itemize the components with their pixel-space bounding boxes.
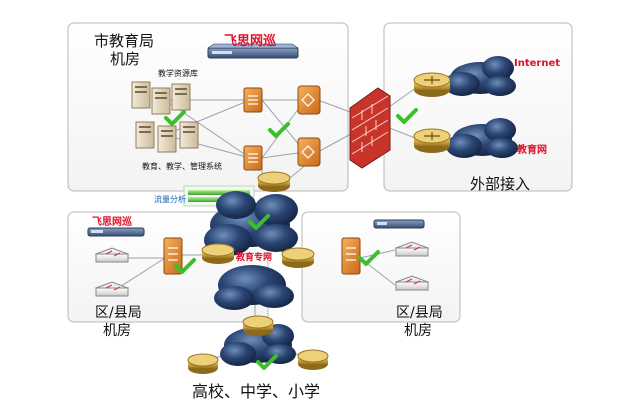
check-mark-icon xyxy=(358,250,380,266)
router-icon xyxy=(242,315,274,336)
server-icon xyxy=(171,83,191,111)
router-icon xyxy=(201,243,235,264)
router-icon xyxy=(281,247,315,268)
district-left-title-line1: 区/县局 xyxy=(95,305,142,321)
router-icon xyxy=(413,128,451,153)
small-switch-icon xyxy=(394,241,430,257)
core-switch-icon xyxy=(297,137,321,167)
city-bureau-title-line1: 市教育局 xyxy=(94,32,155,50)
internet-cloud-icon xyxy=(444,56,516,96)
switch-icon xyxy=(341,237,361,275)
external-access-title: 外部接入 xyxy=(470,175,531,193)
server-cluster xyxy=(131,81,199,153)
server-icon xyxy=(131,81,151,109)
firewall-icon xyxy=(349,87,391,169)
check-mark-icon xyxy=(256,354,278,370)
check-mark-icon xyxy=(174,258,196,274)
edu-net-cloud-icon xyxy=(446,118,518,158)
server-icon xyxy=(157,125,177,153)
check-mark-icon xyxy=(248,214,270,230)
router-icon xyxy=(413,72,451,97)
router-icon xyxy=(257,171,291,192)
server-icon xyxy=(179,121,199,149)
small-switch-icon xyxy=(394,275,430,291)
district-right-title-line1: 区/县局 xyxy=(396,305,443,321)
district-left-title-line2: 机房 xyxy=(103,323,131,339)
switch-icon xyxy=(243,145,263,171)
router-icon xyxy=(187,353,219,374)
feisi-appliance-left xyxy=(87,227,145,237)
city-bureau-brand: 飞思网巡 xyxy=(224,34,277,49)
internet-label: Internet xyxy=(514,58,561,69)
small-switch-icon xyxy=(94,281,130,297)
server-icon xyxy=(151,87,171,115)
check-mark-icon xyxy=(268,122,290,138)
router-icon xyxy=(297,349,329,370)
switch-icon xyxy=(243,87,263,113)
district-left-brand: 飞思网巡 xyxy=(92,217,132,228)
small-switch-icon xyxy=(94,247,130,263)
external-access-box xyxy=(383,22,573,192)
feisi-appliance-right xyxy=(373,219,425,229)
check-mark-icon xyxy=(164,110,186,126)
schools-label: 高校、中学、小学 xyxy=(192,382,321,401)
check-mark-icon xyxy=(396,108,418,124)
city-bureau-title-line2: 机房 xyxy=(110,50,141,68)
core-switch-icon xyxy=(297,85,321,115)
district-right-title-line2: 机房 xyxy=(404,323,432,339)
traffic-analysis-label: 流量分析 xyxy=(154,195,186,204)
server-icon xyxy=(135,121,155,149)
edu-net-label: 教育网 xyxy=(517,145,547,156)
systems-label: 教育、教学、管理系统 xyxy=(142,162,222,171)
private-network-label: 教育专网 xyxy=(236,253,273,263)
resource-library-label: 教学资源库 xyxy=(158,69,198,78)
feisi-appliance-top xyxy=(207,43,299,59)
